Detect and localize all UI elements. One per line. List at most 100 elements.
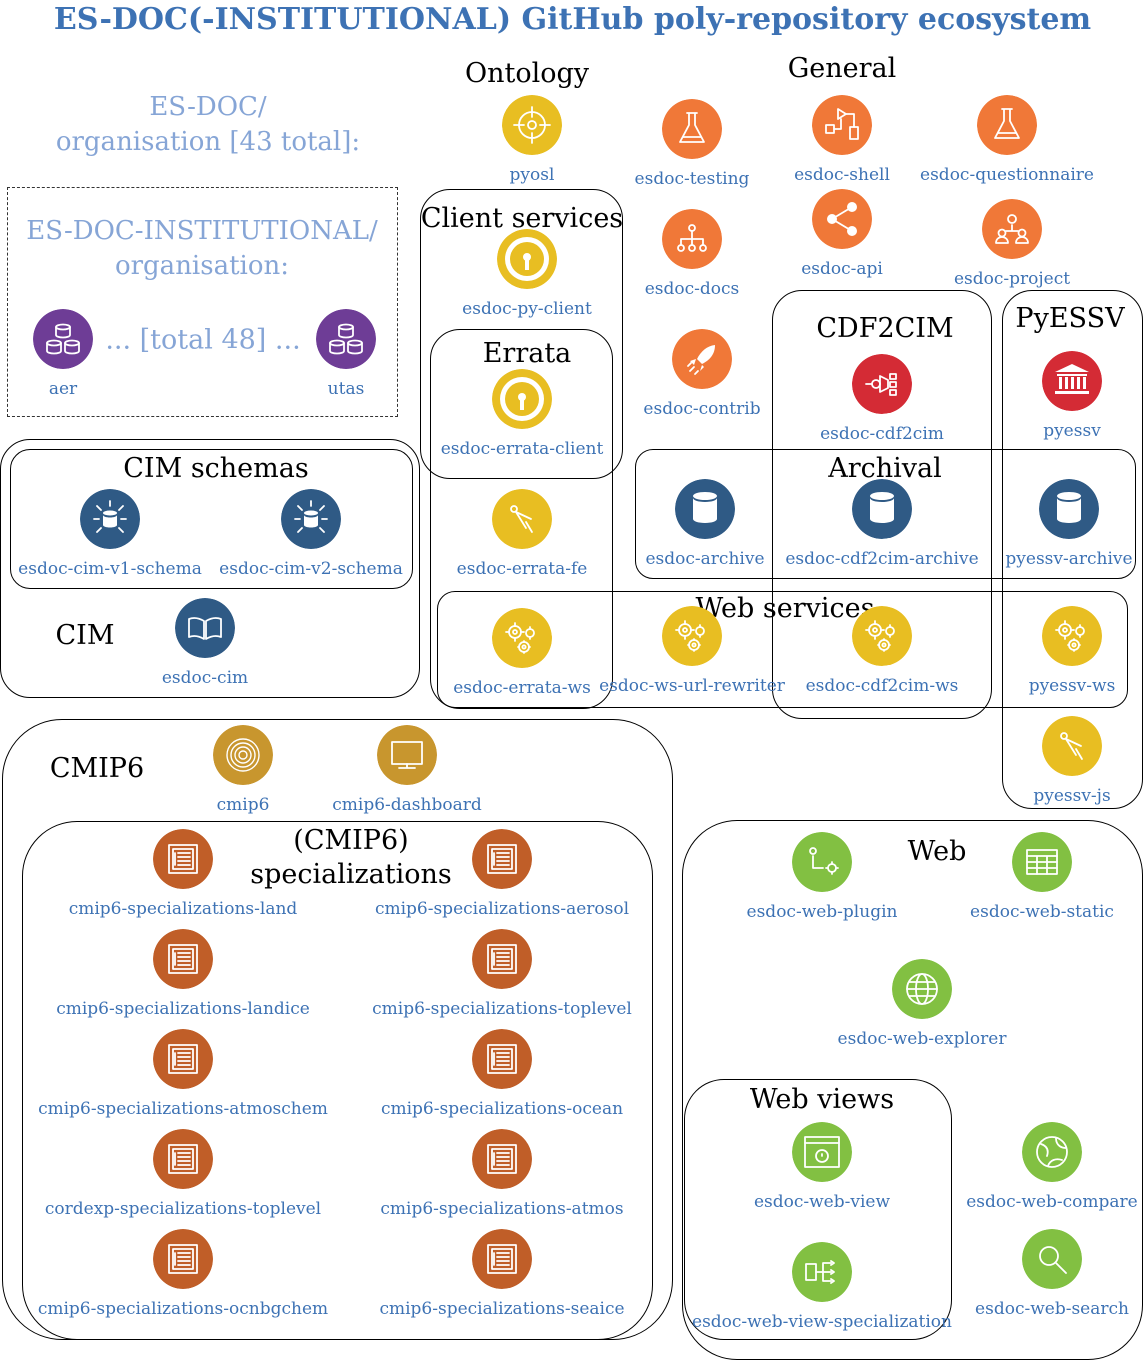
repo-esdoc-project[interactable]: esdoc-project: [954, 199, 1070, 289]
browser-icon: [792, 1122, 852, 1182]
esdoc-org-line1: ES-DOC/: [149, 92, 267, 122]
repo-cmip6-specializations-toplevel[interactable]: cmip6-specializations-toplevel: [372, 929, 632, 1019]
repo-esdoc-cim[interactable]: esdoc-cim: [162, 598, 248, 688]
repo-esdoc-web-explorer[interactable]: esdoc-web-explorer: [838, 959, 1006, 1049]
document-icon: [472, 1129, 532, 1189]
repo-esdoc-web-search[interactable]: esdoc-web-search: [975, 1229, 1129, 1319]
flowchart-icon: [812, 95, 872, 155]
repo-esdoc-cim-v1-schema[interactable]: esdoc-cim-v1-schema: [18, 489, 202, 579]
repo-label: esdoc-web-static: [970, 902, 1114, 922]
repo-label: esdoc-shell: [794, 165, 890, 185]
cmip6-specializations-label: (CMIP6) specializations: [250, 824, 452, 892]
database-icon: [675, 479, 735, 539]
web-label: Web: [907, 836, 967, 867]
document-icon: [153, 1129, 213, 1189]
repo-pyessv-archive[interactable]: pyessv-archive: [1005, 479, 1133, 569]
cdf2cim-label: CDF2CIM: [816, 313, 954, 344]
repo-esdoc-questionnaire[interactable]: esdoc-questionnaire: [920, 95, 1094, 185]
document-icon: [153, 929, 213, 989]
repo-esdoc-cdf2cim[interactable]: esdoc-cdf2cim: [820, 354, 944, 444]
repo-cmip6-specializations-ocnbgchem[interactable]: cmip6-specializations-ocnbgchem: [38, 1229, 328, 1319]
repo-cmip6-specializations-seaice[interactable]: cmip6-specializations-seaice: [379, 1229, 625, 1319]
repo-esdoc-errata-fe[interactable]: esdoc-errata-fe: [457, 489, 587, 579]
repo-pyessv[interactable]: pyessv: [1042, 351, 1102, 441]
repo-cmip6-dashboard[interactable]: cmip6-dashboard: [332, 725, 482, 815]
repo-label: pyessv-ws: [1028, 676, 1116, 696]
repo-pyessv-ws[interactable]: pyessv-ws: [1029, 606, 1115, 696]
repo-cmip6-specializations-atmos[interactable]: cmip6-specializations-atmos: [380, 1129, 624, 1219]
repo-label: cmip6-specializations-aerosol: [374, 899, 630, 919]
repo-cmip6-specializations-aerosol[interactable]: cmip6-specializations-aerosol: [375, 829, 629, 919]
database-cluster-icon: [316, 309, 376, 369]
cdf2cim-group: [772, 290, 992, 719]
cim-group: [0, 439, 420, 698]
database-icon: [852, 479, 912, 539]
repo-cmip6-specializations-ocean[interactable]: cmip6-specializations-ocean: [381, 1029, 623, 1119]
repo-esdoc-shell[interactable]: esdoc-shell: [794, 95, 890, 185]
repo-label: esdoc-cdf2cim-ws: [805, 676, 959, 696]
repo-esdoc-web-compare[interactable]: esdoc-web-compare: [966, 1122, 1138, 1212]
repo-pyessv-js[interactable]: pyessv-js: [1033, 716, 1111, 806]
web-views-group: [684, 1079, 952, 1340]
spiral-icon: [213, 725, 273, 785]
repo-label: esdoc-errata-ws: [453, 678, 591, 698]
repo-esdoc-errata-client[interactable]: esdoc-errata-client: [441, 369, 603, 459]
plugin-icon: [792, 832, 852, 892]
cmip6-specializations-line1: (CMIP6): [293, 825, 409, 856]
repo-cmip6-specializations-land[interactable]: cmip6-specializations-land: [69, 829, 297, 919]
database-cluster-icon: [33, 309, 93, 369]
repo-esdoc-web-view-specialization[interactable]: esdoc-web-view-specialization: [692, 1242, 952, 1332]
repo-esdoc-contrib[interactable]: esdoc-contrib: [643, 329, 761, 419]
repo-pyosl[interactable]: pyosl: [502, 95, 562, 185]
repo-label: esdoc-cdf2cim-archive: [785, 549, 979, 569]
repo-label: esdoc-cim-v2-schema: [219, 559, 403, 579]
repo-esdoc-web-view[interactable]: esdoc-web-view: [754, 1122, 890, 1212]
document-icon: [472, 1029, 532, 1089]
converter-icon: [852, 354, 912, 414]
ontology-label: Ontology: [464, 58, 590, 89]
repo-esdoc-py-client[interactable]: esdoc-py-client: [462, 229, 592, 319]
power-icon: [492, 369, 552, 429]
repo-esdoc-cdf2cim-ws[interactable]: esdoc-cdf2cim-ws: [806, 606, 958, 696]
repo-cordexp-specializations-toplevel[interactable]: cordexp-specializations-toplevel: [45, 1129, 321, 1219]
archival-group: [635, 449, 1136, 579]
esdoc-org-line2: organisation [43 total]:: [55, 127, 361, 157]
repo-esdoc-web-plugin[interactable]: esdoc-web-plugin: [747, 832, 897, 922]
repo-esdoc-ws-url-rewriter[interactable]: esdoc-ws-url-rewriter: [599, 606, 785, 696]
repo-label: esdoc-py-client: [462, 299, 592, 319]
esdoc-org-label: ES-DOC/ organisation [43 total]:: [56, 90, 360, 160]
repo-esdoc-web-static[interactable]: esdoc-web-static: [970, 832, 1114, 922]
repo-esdoc-archive[interactable]: esdoc-archive: [646, 479, 765, 569]
institutional-org-line1: ES-DOC-INSTITUTIONAL/: [26, 216, 378, 246]
repo-esdoc-cim-v2-schema[interactable]: esdoc-cim-v2-schema: [219, 489, 403, 579]
web-views-label: Web views: [749, 1084, 895, 1115]
repo-esdoc-errata-ws[interactable]: esdoc-errata-ws: [453, 608, 591, 698]
repo-esdoc-testing[interactable]: esdoc-testing: [635, 99, 749, 189]
repo-esdoc-cdf2cim-archive[interactable]: esdoc-cdf2cim-archive: [785, 479, 979, 569]
compass-icon: [492, 489, 552, 549]
client-services-group: [420, 189, 623, 479]
repo-esdoc-docs[interactable]: esdoc-docs: [645, 209, 739, 299]
globe-compare-icon: [1022, 1122, 1082, 1182]
repo-utas[interactable]: utas: [316, 309, 376, 399]
cmip6-label: CMIP6: [49, 753, 145, 784]
share-icon: [812, 189, 872, 249]
repo-cmip6[interactable]: cmip6: [213, 725, 273, 815]
diagram-title: ES-DOC(-INSTITUTIONAL) GitHub poly-repos…: [53, 2, 1092, 37]
document-icon: [153, 1229, 213, 1289]
web-services-group: [437, 591, 1128, 708]
repo-cmip6-specializations-atmoschem[interactable]: cmip6-specializations-atmoschem: [38, 1029, 328, 1119]
pyessv-label: PyESSV: [1015, 303, 1125, 334]
repo-esdoc-api[interactable]: esdoc-api: [801, 189, 883, 279]
repo-label: esdoc-contrib: [643, 399, 761, 419]
repo-label: cmip6-specializations-ocean: [380, 1099, 624, 1119]
gears-icon: [852, 606, 912, 666]
repo-aer[interactable]: aer: [33, 309, 93, 399]
repo-label: cmip6: [216, 795, 270, 815]
repo-label: utas: [327, 379, 365, 399]
cmip6-specializations-line2: specializations: [250, 859, 452, 890]
cim-schemas-group: [10, 449, 413, 589]
repo-label: cordexp-specializations-toplevel: [44, 1199, 322, 1219]
document-icon: [472, 829, 532, 889]
repo-cmip6-specializations-landice[interactable]: cmip6-specializations-landice: [56, 929, 310, 1019]
